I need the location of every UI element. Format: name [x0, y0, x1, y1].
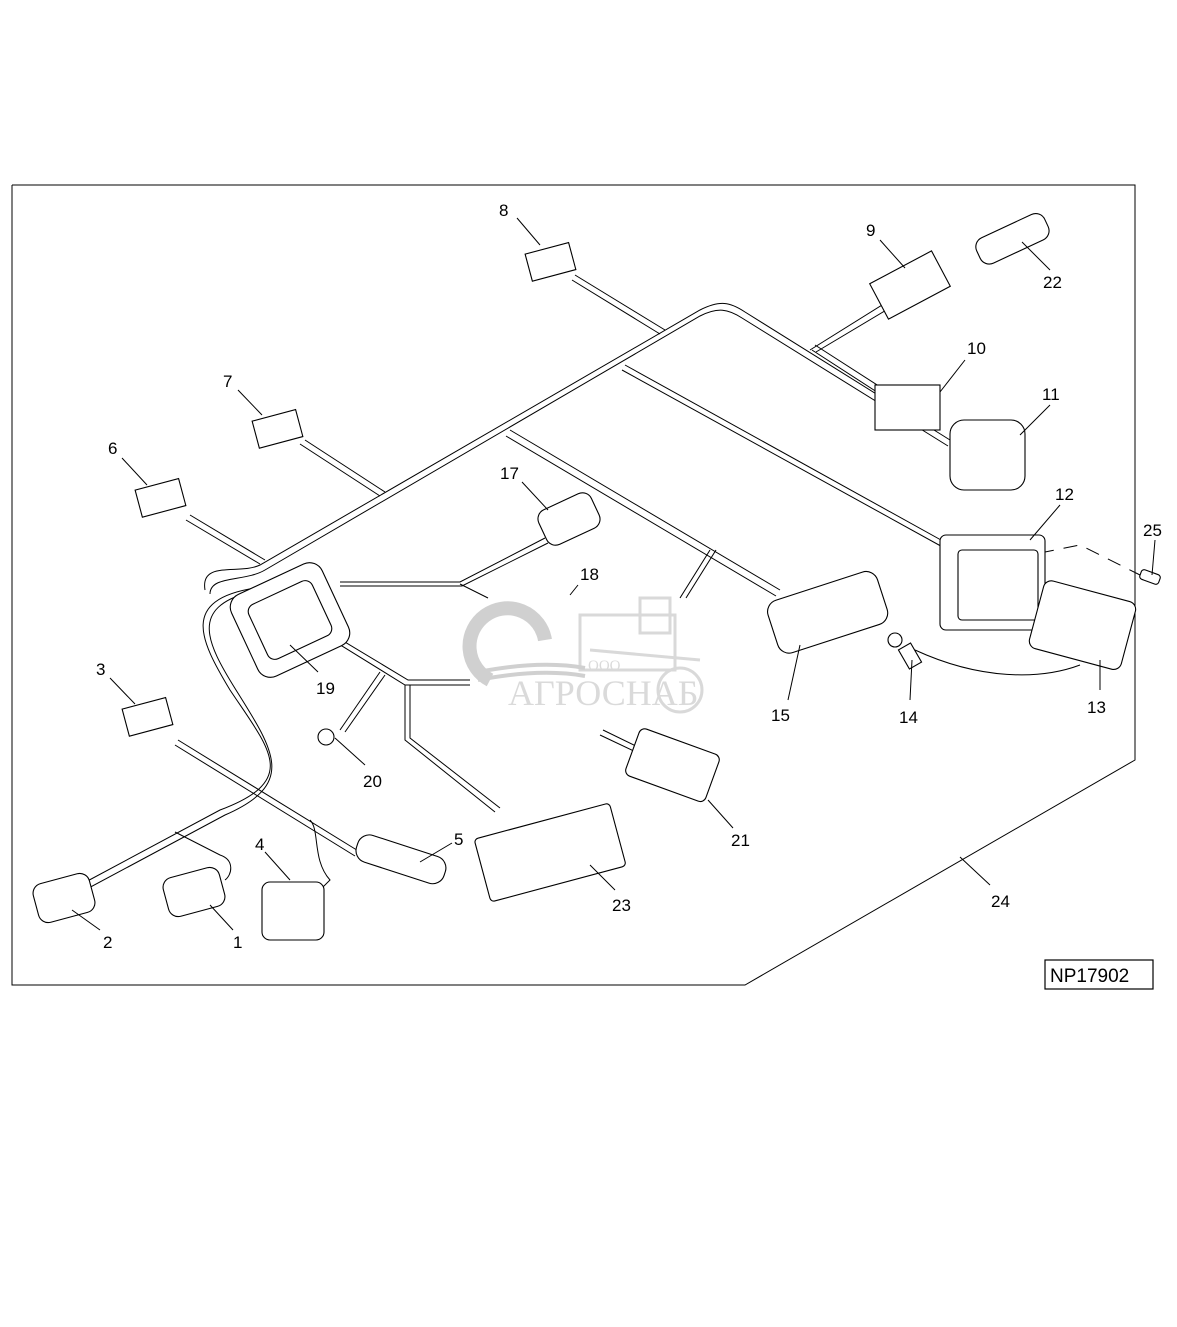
ring-terminal-20: [317, 728, 335, 746]
combine-harvester-icon: [578, 596, 704, 714]
connector-4: [261, 881, 325, 941]
callout-11: 11: [1042, 385, 1060, 404]
connector-3: [121, 696, 174, 737]
callout-14: 14: [899, 708, 918, 727]
callout-1: 1: [233, 933, 242, 952]
assembly-frame: [11, 184, 1136, 986]
leader-lines: [71, 217, 1156, 931]
callout-5: 5: [454, 830, 463, 849]
connector-13: [1028, 580, 1137, 670]
callout-25: 25: [1143, 521, 1162, 540]
cap-11: [949, 419, 1026, 491]
connector-23: [975, 212, 1050, 265]
connector-5: [355, 834, 447, 885]
callout-labels: 8 9 22 10 11 12 25 13 14 15 7 6 17 18 3 …: [96, 201, 1162, 952]
watermark-company-name: АГРОСНАБ: [508, 673, 698, 713]
reference-code: NP17902: [1050, 966, 1129, 987]
callout-3: 3: [96, 660, 105, 679]
callout-10: 10: [967, 339, 986, 358]
callout-12: 12: [1055, 485, 1074, 504]
connector-21: [625, 728, 720, 803]
harness-trunk: [79, 274, 1141, 891]
multi-pin-connector-22: [474, 803, 626, 902]
callout-20: 20: [363, 772, 382, 791]
connector-1: [162, 866, 226, 918]
callout-23: 22: [1043, 273, 1062, 292]
bulkhead-connector-12: [939, 534, 1046, 631]
callout-17: 17: [500, 464, 519, 483]
screw-25: [1139, 569, 1161, 585]
grommet-19: [229, 562, 351, 678]
callout-21: 21: [731, 831, 750, 850]
connector-2: [32, 872, 96, 924]
ring-terminal-14: [887, 632, 923, 670]
callout-7: 7: [223, 372, 232, 391]
callout-18: 18: [580, 565, 599, 584]
connector-8: [524, 241, 577, 282]
reference-code-box: NP17902: [1044, 959, 1154, 990]
connector-10: [874, 384, 941, 431]
callout-24: 24: [991, 892, 1010, 911]
callout-8: 8: [499, 201, 508, 220]
connector-7: [251, 408, 304, 449]
connector-6: [134, 477, 187, 518]
callout-22: 23: [612, 896, 631, 915]
connector-17: [537, 492, 601, 546]
parts: [32, 212, 1161, 941]
callout-13: 13: [1087, 698, 1106, 717]
watermark-prefix: ООО: [588, 658, 621, 674]
connector-15: [767, 570, 889, 654]
callout-19: 19: [316, 679, 335, 698]
callout-4: 4: [255, 835, 264, 854]
watermark-logo: ООО АГРОСНАБ: [462, 596, 704, 714]
callout-6: 6: [108, 439, 117, 458]
callout-9: 9: [866, 221, 875, 240]
gear-icon: [462, 601, 552, 687]
callout-2: 2: [103, 933, 112, 952]
callout-15: 15: [771, 706, 790, 725]
connector-9: [868, 250, 952, 320]
